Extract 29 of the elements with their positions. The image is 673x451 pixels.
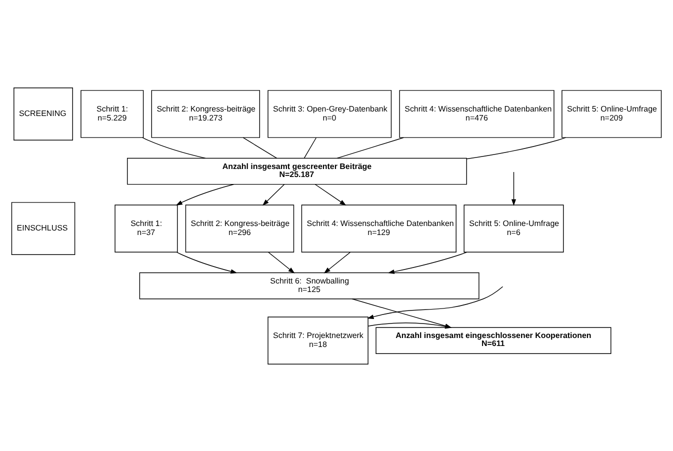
node-box: Schritt 2: Kongress-beiträge n=296 [185,204,294,252]
node-box: Schritt 2: Kongress-beiträge n=19.273 [151,90,260,138]
connector [242,136,278,158]
connector [336,136,404,158]
arrow [324,251,351,273]
node-box: SCREENING [14,87,73,140]
connector [142,136,206,158]
arrow [176,183,234,205]
node-box: Schritt 6: Snowballing n=125 [139,272,480,299]
node-box: Schritt 5: Online-Umfrage n=209 [562,90,662,138]
connector [466,136,566,159]
node-box: Anzahl insgesamt gescreenter Beiträge N=25.187 [127,157,467,184]
node-box: Schritt 4: Wissenschaftliche Datenbanken n=476 [399,90,554,138]
node-box: Schritt 5: Online-Umfrage n=6 [464,204,564,252]
node-box: Schritt 1: n=5.229 [80,90,144,138]
arrow [511,171,516,206]
node-box: Schritt 3: Open-Grey-Datenbank n=0 [268,90,392,138]
node-box: EINSCHLUSS [11,202,76,254]
node-box: Schritt 1: n=37 [114,204,178,252]
arrow [388,251,468,274]
arrow [262,184,285,206]
arrow [268,251,295,273]
connector [304,136,317,158]
arrow [176,251,238,274]
arrow [367,286,504,318]
node-box: Anzahl insgesamt eingeschlossener Kooperationen N=611 [376,326,612,354]
arrow [314,184,346,206]
node-box: Schritt 7: Projektnetzwerk n=18 [268,316,368,364]
node-box: Schritt 4: Wissenschaftliche Datenbanken n=129 [301,204,456,252]
